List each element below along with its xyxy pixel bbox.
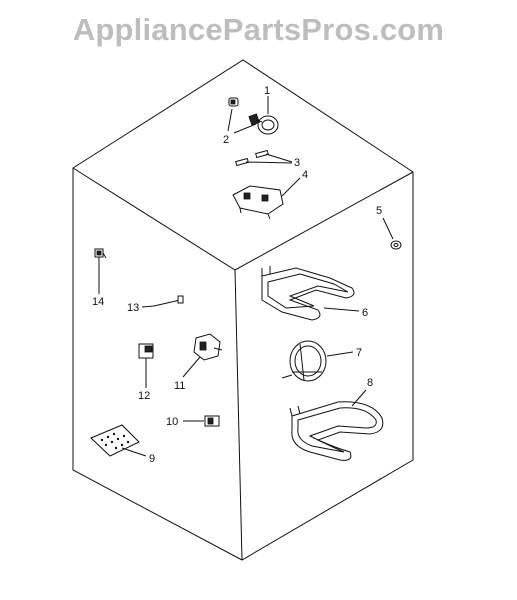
part-1-light-assembly[interactable] [248,113,279,135]
part-10-switch[interactable] [204,415,220,427]
callout-3: 3 [294,157,300,169]
callout-2: 2 [223,134,229,146]
callout-11: 11 [174,380,185,392]
callout-12: 12 [138,390,150,402]
part-13-sensor[interactable] [153,295,184,307]
callouts: 1 2 3 4 5 6 7 8 9 10 11 12 13 14 [92,85,382,465]
callout-4: 4 [302,169,308,181]
callout-5: 5 [376,205,382,217]
part-12-switch-block[interactable] [138,343,154,364]
callout-8: 8 [367,377,373,389]
part-9-pad[interactable] [90,424,140,457]
part-3-clips[interactable] [235,149,269,167]
callout-9: 9 [149,453,155,465]
callout-14: 14 [92,296,104,308]
part-7-convection-element[interactable] [281,340,327,382]
part-8-bake-element[interactable] [289,401,384,461]
part-4-bracket[interactable] [232,185,284,220]
callout-6: 6 [362,307,368,319]
part-2-bulb[interactable] [228,97,239,107]
part-6-broil-element[interactable] [261,266,355,321]
leader-lines [98,96,394,457]
callout-7: 7 [356,347,362,359]
part-5-grommet[interactable] [390,240,402,250]
callout-13: 13 [127,302,139,314]
callout-10: 10 [166,416,178,428]
cabinet-outline [72,59,414,561]
callout-1: 1 [264,85,270,97]
part-11-latch[interactable] [193,333,223,361]
site-watermark: AppliancePartsPros.com [72,12,445,47]
part-14-clip[interactable] [94,248,107,259]
